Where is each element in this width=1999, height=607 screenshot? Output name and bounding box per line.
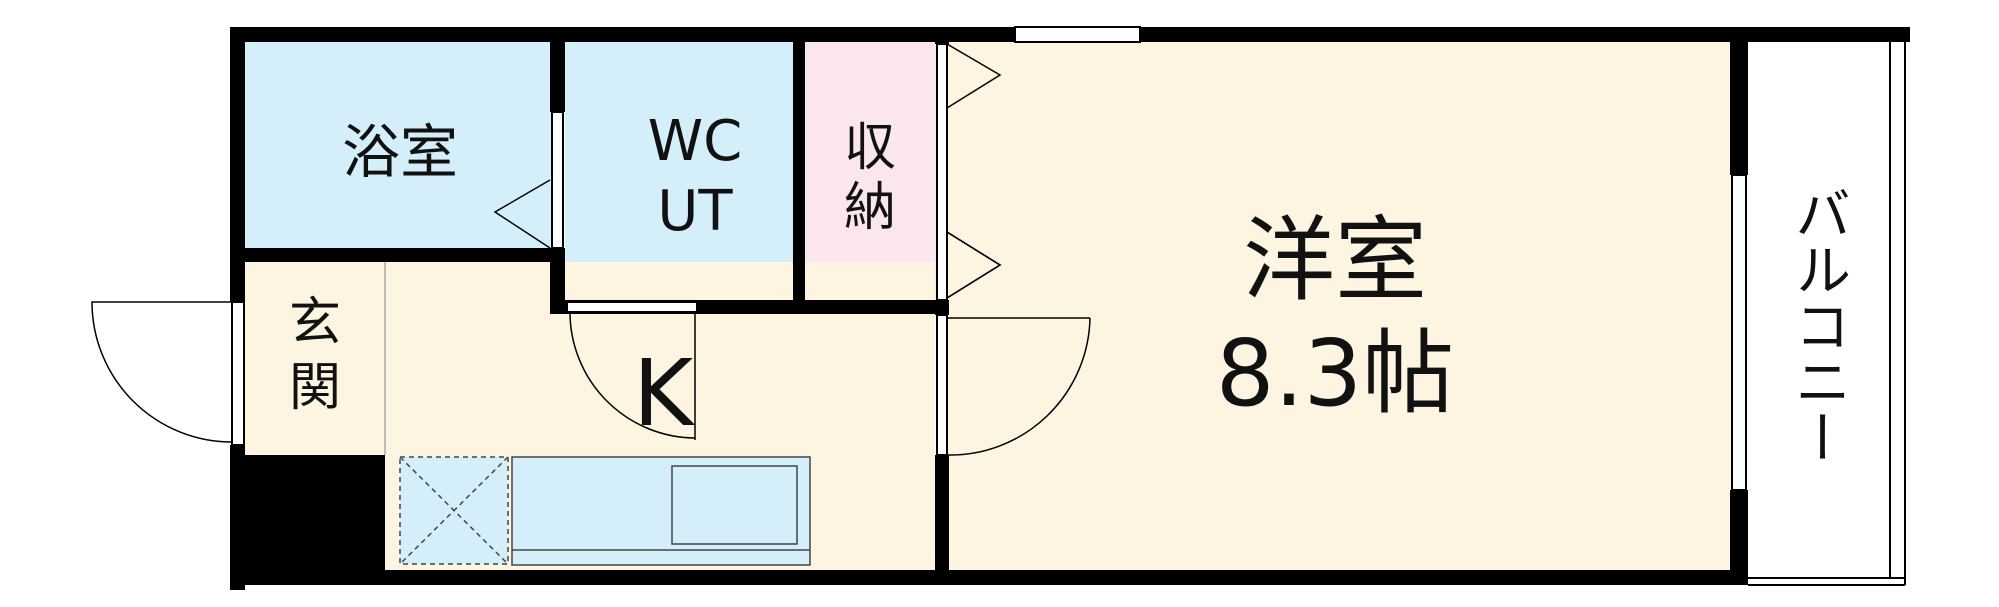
entrance-label-1: 玄 xyxy=(289,293,341,353)
entrance-area xyxy=(245,262,385,454)
storage-label-1: 収 xyxy=(844,118,896,178)
storage-door-frame xyxy=(936,43,948,301)
ut-label: UT xyxy=(657,179,733,244)
balcony-outline xyxy=(1748,27,1906,586)
western-door-frame xyxy=(936,314,948,456)
entrance-door-frame xyxy=(231,301,245,446)
walls xyxy=(230,27,1910,590)
bath-window xyxy=(551,111,564,249)
wc-door-frame xyxy=(566,301,698,313)
entrance-label-2: 関 xyxy=(289,358,341,418)
windows xyxy=(231,26,1747,491)
kitchen-label: K xyxy=(633,340,696,447)
storage-area xyxy=(805,40,937,302)
door-swings xyxy=(91,43,1091,456)
balcony-area xyxy=(1745,40,1905,580)
western-room-size: 8.3帖 xyxy=(1216,320,1454,427)
balcony-label: バルコニー xyxy=(1786,185,1851,465)
storage-label-2: 納 xyxy=(844,178,896,238)
bath-label: 浴室 xyxy=(342,118,458,186)
kitchen-counter xyxy=(399,456,811,566)
top-window xyxy=(1014,26,1141,43)
bath-room-area xyxy=(245,40,560,250)
sink xyxy=(671,465,798,545)
western-room-label: 洋室 xyxy=(1243,207,1427,314)
wc-ut-room-area xyxy=(565,40,793,302)
wc-label: WC xyxy=(648,109,742,174)
balcony-window xyxy=(1731,174,1747,491)
western-room-area xyxy=(945,40,1732,570)
